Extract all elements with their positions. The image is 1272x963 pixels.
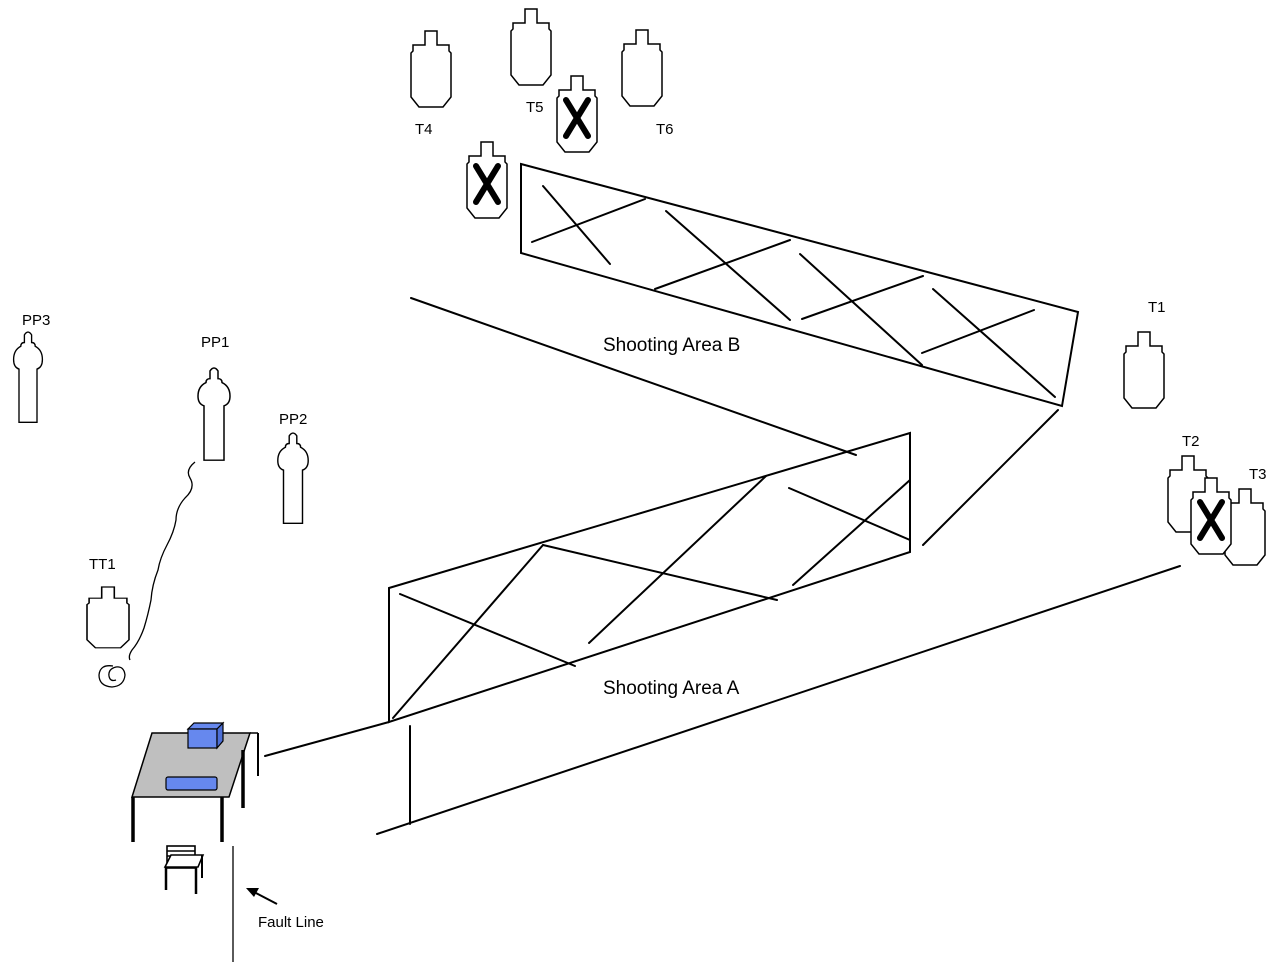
target-t6: [621, 29, 663, 107]
area-b-braces: [531, 185, 1056, 398]
shooting-area-a-label: Shooting Area A: [603, 678, 740, 699]
fault-line-arrow-icon: [246, 888, 278, 905]
target-t1-label: T1: [1148, 299, 1166, 316]
popper-pp3-label: PP3: [22, 312, 50, 329]
target-t2-label: T2: [1182, 433, 1200, 450]
fault-line-label: Fault Line: [258, 914, 324, 931]
popper-pp3: [12, 331, 44, 424]
target-t4: [410, 30, 452, 108]
target-tt1-label: TT1: [89, 556, 116, 573]
stage-boundaries: [264, 297, 1181, 835]
cable-coil: [98, 665, 126, 688]
start-table: [130, 721, 259, 842]
no-shoot-target-t5: [556, 75, 598, 153]
target-tt1: [86, 586, 130, 649]
activation-cable: [128, 461, 196, 661]
area-a-braces: [392, 475, 911, 719]
popper-pp2: [277, 432, 309, 525]
target-t5-label: T5: [526, 99, 544, 116]
target-t6-label: T6: [656, 121, 674, 138]
area-a-frame: [388, 431, 911, 724]
popper-pp1-label: PP1: [201, 334, 229, 351]
ammo-box: [186, 721, 225, 750]
target-t5: [510, 8, 552, 86]
target-t1: [1123, 331, 1165, 409]
target-t4-label: T4: [415, 121, 433, 138]
shooting-area-b-label: Shooting Area B: [603, 335, 740, 356]
shooting-area-b: [520, 162, 1080, 408]
shooting-area-a: [388, 431, 911, 724]
chair: [163, 845, 205, 894]
target-t3-label: T3: [1249, 466, 1267, 483]
popper-pp2-label: PP2: [279, 411, 307, 428]
no-shoot-target-left: [466, 141, 508, 219]
gun-case: [165, 776, 218, 791]
popper-pp1: [197, 367, 231, 461]
area-b-frame: [520, 162, 1080, 408]
